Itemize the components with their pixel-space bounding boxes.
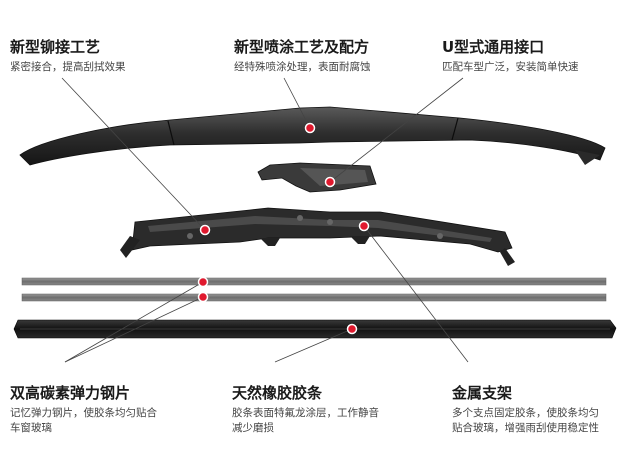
feature-desc: 紧密接合，提高刮拭效果 bbox=[10, 61, 126, 73]
feature-coating: 新型喷涂工艺及配方 经特殊喷涂处理，表面耐腐蚀 bbox=[234, 38, 371, 75]
feature-desc: 多个支点固定胶条，使胶条均匀 贴合玻璃，增强雨刮使用稳定性 bbox=[452, 406, 599, 436]
callout-markers bbox=[197, 122, 370, 335]
feature-connector: U型式通用接口 匹配车型广泛，安装简单快速 bbox=[442, 38, 579, 75]
marker-frame bbox=[358, 220, 370, 232]
feature-desc: 记忆弹力钢片，使胶条均匀贴合 车窗玻璃 bbox=[10, 406, 157, 436]
marker-connector bbox=[324, 176, 336, 188]
feature-title: 双高碳素弹力钢片 bbox=[10, 384, 131, 402]
feature-title: 金属支架 bbox=[452, 384, 513, 402]
leader-lines bbox=[61, 77, 469, 363]
marker-coating bbox=[304, 122, 316, 134]
steel-strips bbox=[21, 277, 607, 302]
feature-desc: 胶条表面特氟龙涂层，工作静音 减少磨损 bbox=[232, 406, 379, 436]
feature-frame: 金属支架 多个支点固定胶条，使胶条均匀 贴合玻璃，增强雨刮使用稳定性 bbox=[452, 384, 599, 436]
spoiler-cover bbox=[19, 106, 606, 166]
feature-desc: 经特殊喷涂处理，表面耐腐蚀 bbox=[234, 61, 371, 73]
feature-title: 新型喷涂工艺及配方 bbox=[234, 38, 370, 56]
feature-title: 新型铆接工艺 bbox=[10, 38, 101, 56]
feature-desc-line: 记忆弹力钢片，使胶条均匀贴合 bbox=[10, 407, 157, 419]
feature-title: U型式通用接口 bbox=[442, 38, 545, 56]
metal-frame bbox=[120, 207, 515, 266]
marker-steel-lower bbox=[197, 291, 209, 303]
feature-rivet: 新型铆接工艺 紧密接合，提高刮拭效果 bbox=[10, 38, 126, 75]
feature-desc-line: 多个支点固定胶条，使胶条均匀 bbox=[452, 407, 599, 419]
feature-desc-line: 贴合玻璃，增强雨刮使用稳定性 bbox=[452, 422, 599, 434]
feature-title: 天然橡胶胶条 bbox=[232, 384, 323, 402]
feature-desc: 匹配车型广泛，安装简单快速 bbox=[442, 61, 579, 73]
feature-steel: 双高碳素弹力钢片 记忆弹力钢片，使胶条均匀贴合 车窗玻璃 bbox=[10, 384, 157, 436]
u-connector bbox=[257, 162, 377, 193]
marker-rivet bbox=[199, 224, 211, 236]
feature-desc-line: 胶条表面特氟龙涂层，工作静音 bbox=[232, 407, 379, 419]
marker-rubber bbox=[346, 323, 358, 335]
feature-desc-line: 车窗玻璃 bbox=[10, 422, 52, 434]
feature-desc-line: 减少磨损 bbox=[232, 422, 274, 434]
rubber-blade bbox=[13, 319, 617, 339]
feature-rubber: 天然橡胶胶条 胶条表面特氟龙涂层，工作静音 减少磨损 bbox=[232, 384, 379, 436]
marker-steel-upper bbox=[197, 276, 209, 288]
